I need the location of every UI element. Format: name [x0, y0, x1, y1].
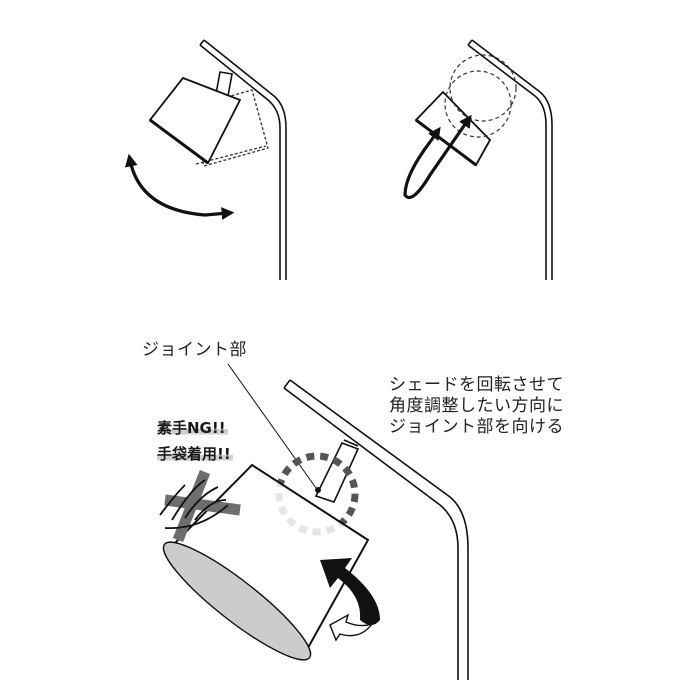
bare-hand-prohibited-icon — [159, 469, 241, 543]
warning-line: 素手NG!! — [157, 419, 228, 437]
glove-warning: 素手NG!! 手袋着用!! — [157, 415, 233, 467]
joint-leader-line — [227, 363, 317, 489]
rotation-dashed-circles — [444, 54, 517, 138]
rotation-arrow-icon — [320, 558, 380, 642]
rotate-arrow-icon — [403, 114, 472, 200]
warning-line: 手袋着用!! — [157, 445, 233, 463]
panel-joint-adjust — [159, 363, 469, 680]
instruction-line: 角度調整したい方向に — [389, 396, 564, 416]
instruction-line: ジョイント部を向ける — [389, 417, 564, 437]
joint-label: ジョイント部 — [142, 340, 247, 360]
lamp-pole — [467, 39, 553, 280]
panel-tilt — [124, 39, 287, 280]
panel-rotate — [403, 39, 553, 280]
lamp-pole — [283, 379, 469, 680]
instruction-line: シェードを回転させて — [389, 375, 564, 395]
instruction-text: シェードを回転させて 角度調整したい方向に ジョイント部を向ける — [389, 375, 564, 438]
joint-pin — [315, 487, 321, 493]
shade — [414, 90, 492, 167]
lamp-pole — [199, 39, 287, 280]
joint-stem — [314, 439, 360, 503]
tilt-arrow-icon — [124, 153, 235, 220]
